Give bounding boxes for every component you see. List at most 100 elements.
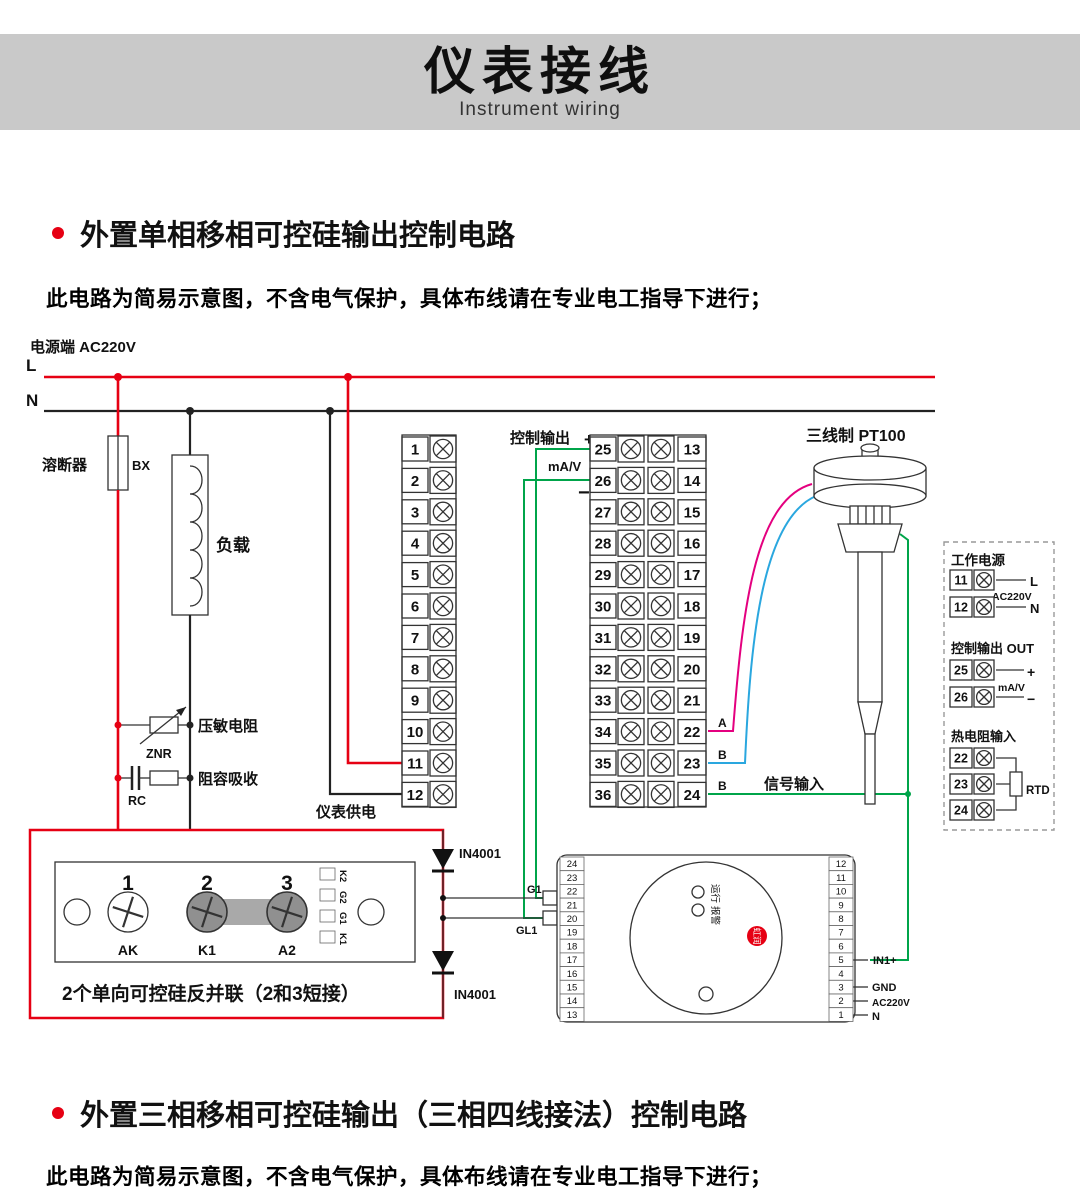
terminal-number: 19 <box>567 928 578 939</box>
terminal-cell <box>401 656 429 682</box>
terminal-number: 10 <box>407 724 424 741</box>
terminal-cell <box>589 718 617 745</box>
terminal-number: 27 <box>595 504 612 521</box>
screw-terminal-icon <box>429 435 457 463</box>
terminal-cell <box>677 750 707 776</box>
terminal-number: 25 <box>954 664 968 678</box>
terminal-number: 22 <box>684 724 701 741</box>
gl1-label: GL1 <box>516 925 537 937</box>
control-minus-wire <box>523 479 590 919</box>
signal-a-label: A <box>718 716 727 730</box>
fuse-symbol <box>107 377 129 830</box>
scr-a2-label: A2 <box>278 942 296 958</box>
terminal-number: 4 <box>411 536 420 553</box>
panel-n-label: N <box>1030 601 1039 616</box>
terminal-number: 6 <box>838 941 843 952</box>
terminal-number: 24 <box>684 787 701 804</box>
screw-terminal-icon <box>647 655 675 683</box>
diode-2-label: IN4001 <box>454 987 496 1002</box>
panel-l-label: L <box>1030 574 1038 589</box>
terminal-number: 7 <box>838 928 843 939</box>
junction-dot <box>186 721 194 729</box>
terminal-number: 26 <box>595 473 612 490</box>
terminal-cell <box>589 624 617 651</box>
terminal-number: 28 <box>595 536 612 553</box>
pt100-label: 三线制 PT100 <box>806 426 906 445</box>
run-lamp-icon <box>691 885 705 899</box>
terminal-number: 2 <box>411 473 419 490</box>
terminal-number: 23 <box>684 756 701 773</box>
section1-heading: 外置单相移相可控硅输出控制电路 <box>52 212 515 254</box>
diode-1-label: IN4001 <box>459 846 501 861</box>
terminal-cell <box>949 596 973 618</box>
terminal-cell <box>677 467 707 494</box>
terminal-cell <box>949 686 973 708</box>
line-l-label: L <box>26 356 36 375</box>
junction-dot <box>114 373 122 381</box>
terminal-number: 13 <box>684 442 701 459</box>
terminal-cell <box>589 656 617 682</box>
section2-note: 此电路为简易示意图，不含电气保护，具体布线请在专业电工指导下进行； <box>46 1165 773 1189</box>
terminal-number: 5 <box>411 567 419 584</box>
g1-terminal <box>542 890 558 906</box>
minus-label: − <box>578 482 590 504</box>
terminal-number: 32 <box>595 661 612 678</box>
scr-pin-k1: K1 <box>337 933 348 946</box>
rtd-wiring <box>996 757 1017 811</box>
scr-num-2: 2 <box>201 872 213 895</box>
panel-ctrl-out-title: 控制输出 OUT <box>951 641 1034 656</box>
terminal-number: 9 <box>411 693 419 710</box>
scr-module: 1 2 3 AK K1 A2 K2 G2 G1 K1 <box>54 861 416 963</box>
terminal-cell <box>589 593 617 619</box>
control-plus-wire <box>535 448 590 899</box>
terminal-number: 20 <box>567 914 578 925</box>
panel-ac-label: AC220V <box>992 591 1032 603</box>
terminal-number: 29 <box>595 567 612 584</box>
panel-mav-label: mA/V <box>998 682 1025 694</box>
scr-num-1: 1 <box>122 872 134 895</box>
rc-label: 阻容吸收 <box>198 770 258 788</box>
scr-num-3: 3 <box>281 872 293 895</box>
alarm-label: 报警 <box>709 906 721 926</box>
scr-pin-cell <box>319 909 336 923</box>
terminal-number: 15 <box>684 504 701 521</box>
terminal-cell <box>589 561 617 588</box>
terminal-number: 2 <box>838 996 843 1007</box>
terminal-number: 23 <box>954 778 968 792</box>
brand-logo-icon <box>747 926 767 946</box>
terminal-strip-border <box>401 434 457 808</box>
terminal-number: 20 <box>684 661 701 678</box>
terminal-cell <box>677 499 707 525</box>
terminal-number: 35 <box>595 756 612 773</box>
terminal-number: 14 <box>684 473 701 490</box>
terminal-number: 22 <box>567 887 578 898</box>
terminal-cell <box>589 467 617 494</box>
terminal-cell <box>949 747 973 769</box>
terminal-cell <box>589 530 617 556</box>
terminal-cell <box>401 499 429 525</box>
terminal-number: 17 <box>567 955 578 966</box>
rc-snubber-symbol <box>118 766 190 790</box>
terminal-number: 4 <box>838 969 843 980</box>
junction-dot <box>440 895 446 901</box>
meter-supply-label: 仪表供电 <box>315 803 376 821</box>
terminal-number: 13 <box>567 1010 578 1021</box>
junction-dot <box>440 915 446 921</box>
junction-dot <box>905 791 911 797</box>
rc-tag: RC <box>128 794 146 808</box>
scr-pin-g1: G1 <box>337 912 348 925</box>
page-title: 仪表接线 <box>423 43 656 100</box>
terminal-number: 30 <box>595 599 612 616</box>
terminal-cell <box>401 750 429 776</box>
header-band: 仪表接线 Instrument wiring <box>0 34 1080 130</box>
section2-title: 外置三相移相可控硅输出（三相四线接法）控制电路 <box>80 1100 748 1132</box>
terminal-number: 12 <box>954 601 968 615</box>
trigger-ac-label: AC220V <box>872 998 910 1009</box>
section2-heading: 外置三相移相可控硅输出（三相四线接法）控制电路 <box>52 1092 747 1134</box>
junction-dot <box>114 774 122 782</box>
alarm-lamp-icon <box>691 903 705 917</box>
terminal-number: 16 <box>684 536 701 553</box>
